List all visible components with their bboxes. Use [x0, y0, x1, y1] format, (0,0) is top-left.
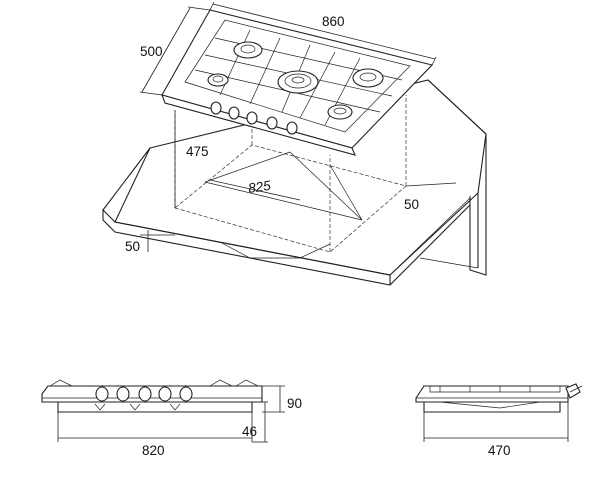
dimension-lines	[139, 1, 457, 252]
dim-hob-depth: 500	[140, 44, 163, 59]
countertop	[102, 79, 487, 286]
dim-rear-clearance: 50	[404, 197, 419, 212]
dim-front-below: 46	[242, 424, 257, 439]
burner-center-wok-icon	[277, 70, 319, 94]
control-knobs	[210, 101, 298, 135]
gas-hob	[161, 9, 434, 156]
burner-rear-right-icon	[352, 68, 384, 88]
dim-front-height: 90	[287, 396, 302, 411]
dim-cutout-depth: 475	[186, 144, 209, 159]
burner-rear-left-icon	[233, 41, 263, 59]
dim-front-clearance: 50	[125, 239, 140, 254]
front-elevation	[41, 379, 285, 443]
dim-side-depth: 470	[488, 443, 511, 458]
burner-front-right-icon	[327, 104, 353, 120]
dim-hob-width: 860	[322, 14, 345, 29]
side-elevation	[415, 383, 583, 442]
dim-cutout-width: 825	[247, 178, 272, 196]
burner-front-left-icon	[207, 73, 229, 87]
gas-connector-icon	[565, 383, 583, 399]
front-knobs	[95, 386, 193, 402]
dim-front-width: 820	[142, 443, 165, 458]
